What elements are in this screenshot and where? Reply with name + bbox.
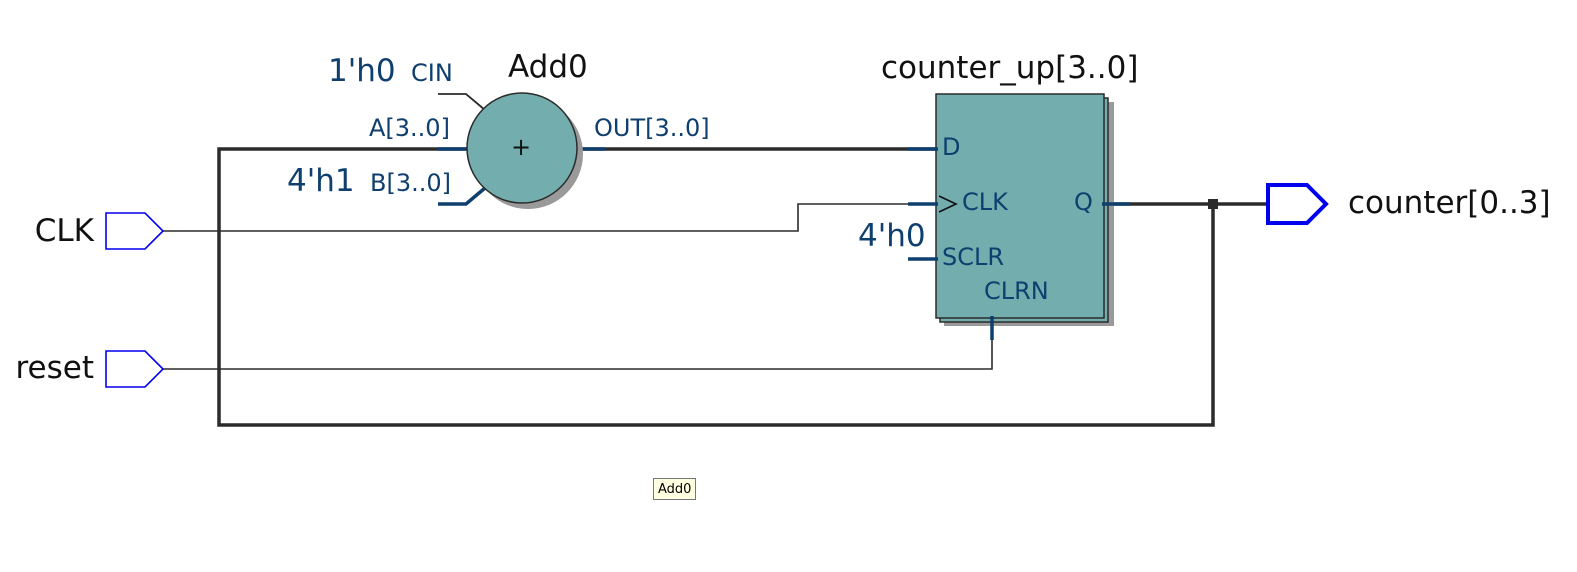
feedback-bus-wire[interactable] bbox=[217, 147, 1215, 427]
input-pin-clk-label: CLK bbox=[35, 213, 95, 249]
register-clock-triangle-icon bbox=[938, 195, 958, 213]
adder-b-port-label: B[3..0] bbox=[370, 169, 451, 197]
adder-b-const-label: 4'h1 bbox=[287, 163, 355, 199]
input-pin-reset-icon bbox=[105, 350, 165, 388]
adder-cin-stub bbox=[438, 93, 486, 111]
register-sclr-port-label: SCLR bbox=[942, 243, 1004, 271]
output-pin-counter[interactable]: counter[0..3] bbox=[1266, 183, 1551, 225]
register-sclr-const-label: 4'h0 bbox=[858, 218, 926, 254]
register-name-label: counter_up[3..0] bbox=[881, 50, 1138, 86]
adder-cin-const-label: 1'h0 bbox=[328, 53, 396, 89]
hover-tooltip: Add0 bbox=[653, 478, 697, 500]
input-pin-reset[interactable]: reset bbox=[15, 350, 165, 388]
input-pin-clk[interactable]: CLK bbox=[35, 212, 165, 250]
register-q-port-label: Q bbox=[1074, 188, 1093, 216]
adder-circle bbox=[466, 92, 578, 204]
register-d-port-label: D bbox=[942, 133, 960, 161]
output-pin-counter-icon bbox=[1266, 183, 1329, 225]
adder-block[interactable]: + Add0 1'h0 CIN A[3..0] 4'h1 B[3..0] OUT… bbox=[287, 49, 710, 209]
register-clk-port-label: CLK bbox=[962, 188, 1009, 216]
input-pin-reset-label: reset bbox=[15, 350, 94, 386]
adder-a-port-label: A[3..0] bbox=[369, 114, 450, 142]
clk-wire[interactable] bbox=[163, 203, 936, 232]
register-clrn-port-label: CLRN bbox=[984, 277, 1049, 305]
adder-plus-symbol: + bbox=[511, 133, 531, 161]
register-block[interactable]: counter_up[3..0] D CLK Q 4'h0 SCLR CLRN bbox=[858, 50, 1138, 340]
bus-junction-dot bbox=[1208, 199, 1218, 209]
register-body bbox=[935, 93, 1105, 319]
wires bbox=[163, 147, 1268, 427]
adder-out-port-label: OUT[3..0] bbox=[594, 114, 710, 142]
adder-cin-port-label: CIN bbox=[411, 59, 453, 87]
adder-name-label: Add0 bbox=[508, 49, 588, 85]
input-pin-clk-icon bbox=[105, 212, 165, 250]
reset-wire[interactable] bbox=[163, 318, 993, 370]
output-pin-counter-label: counter[0..3] bbox=[1348, 185, 1551, 221]
adder-b-stub bbox=[438, 186, 487, 206]
